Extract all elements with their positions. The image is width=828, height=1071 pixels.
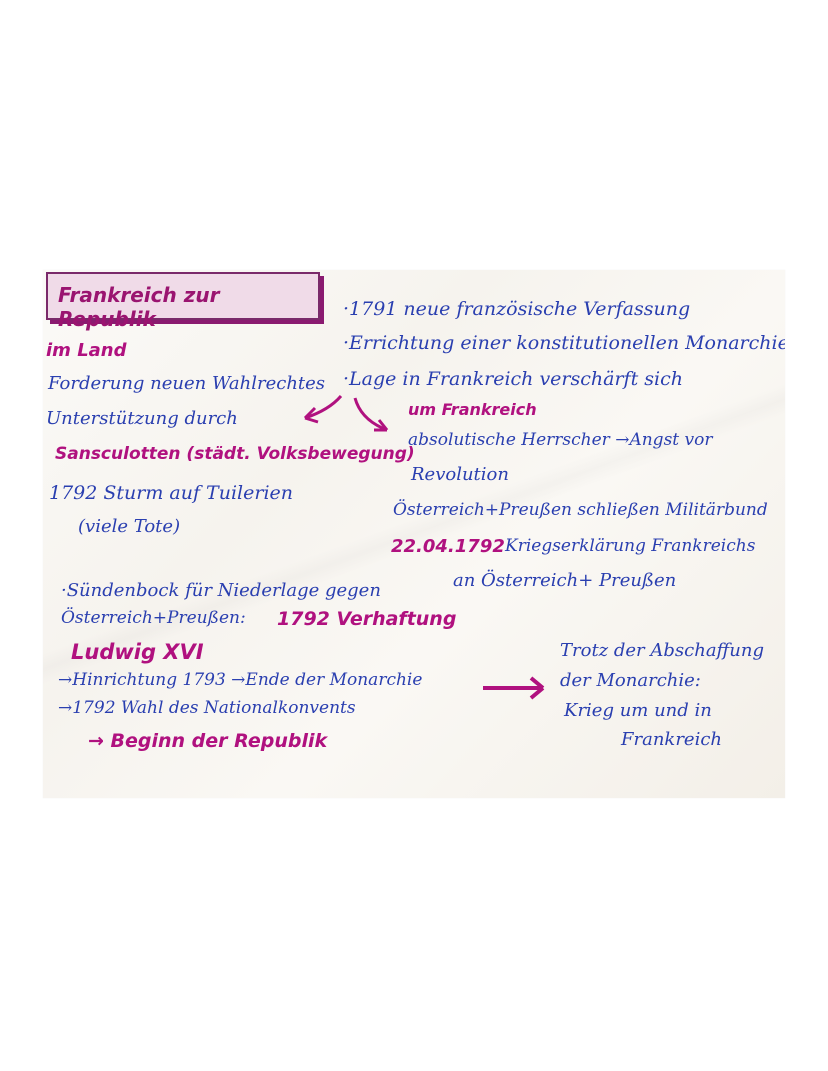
conclusion-line-3: Krieg um und in [564,700,712,721]
arrows-layer [303,395,545,700]
right-line-oesterreich: an Österreich+ Preußen [453,570,677,591]
heading-im-land: im Land [46,340,127,361]
left-line-tote: (viele Tote) [78,516,181,537]
beginn-der-republik: → Beginn der Republik [88,730,328,752]
arrow-left-icon [304,395,343,420]
left-line-tuilerien: 1792 Sturm auf Tuilerien [49,482,294,504]
arrow-conclusion-head-icon [529,676,545,700]
bottom-line-preussen: Österreich+Preußen: [61,608,246,628]
conclusion-line-1: Trotz der Abschaffung [560,640,765,661]
arrow-right-head-icon [374,419,389,432]
conclusion-line-4: Frankreich [621,729,723,750]
sansculottes: Sansculotten (städt. Volksbewegung) [55,444,415,464]
bottom-line-hinrichtung: →Hinrichtung 1793 →Ende der Monarchie [58,670,423,690]
right-line-kriegserklaerung: Kriegserklärung Frankreichs [505,536,756,556]
left-line-wahlrecht: Forderung neuen Wahlrechtes [48,373,326,394]
arrow-left-head-icon [303,406,319,424]
bottom-line-suendenbock: ·Sündenbock für Niederlage gegen [61,580,381,601]
arrest-1792: 1792 Verhaftung [277,608,457,630]
bullet-constitution: ·1791 neue französische Verfassung [343,298,691,320]
bullet-monarchy: ·Errichtung einer konstitutionellen Mona… [343,332,785,354]
date-kriegserklaerung: 22.04.1792 [391,536,505,557]
right-line-herrscher: absolutische Herrscher →Angst vor [408,430,713,450]
notes-sheet: Frankreich zur Republik ·1791 neue franz… [43,270,785,798]
ludwig-xvi: Ludwig XVI [71,640,204,664]
page-title: Frankreich zur Republik [58,283,220,331]
heading-um-frankreich: um Frankreich [408,400,537,419]
arrow-right-icon [353,397,388,432]
conclusion-line-2: der Monarchie: [560,670,701,691]
right-line-revolution: Revolution [411,464,509,485]
right-line-militaerbund: Österreich+Preußen schließen Militärbund [393,500,768,520]
bullet-situation: ·Lage in Frankreich verschärft sich [343,368,683,390]
title-box: Frankreich zur Republik [46,272,320,331]
paper-crease [43,270,785,798]
bottom-line-nationalkonvent: →1792 Wahl des Nationalkonvents [58,698,356,718]
left-line-unterstuetzung: Unterstützung durch [46,408,238,429]
